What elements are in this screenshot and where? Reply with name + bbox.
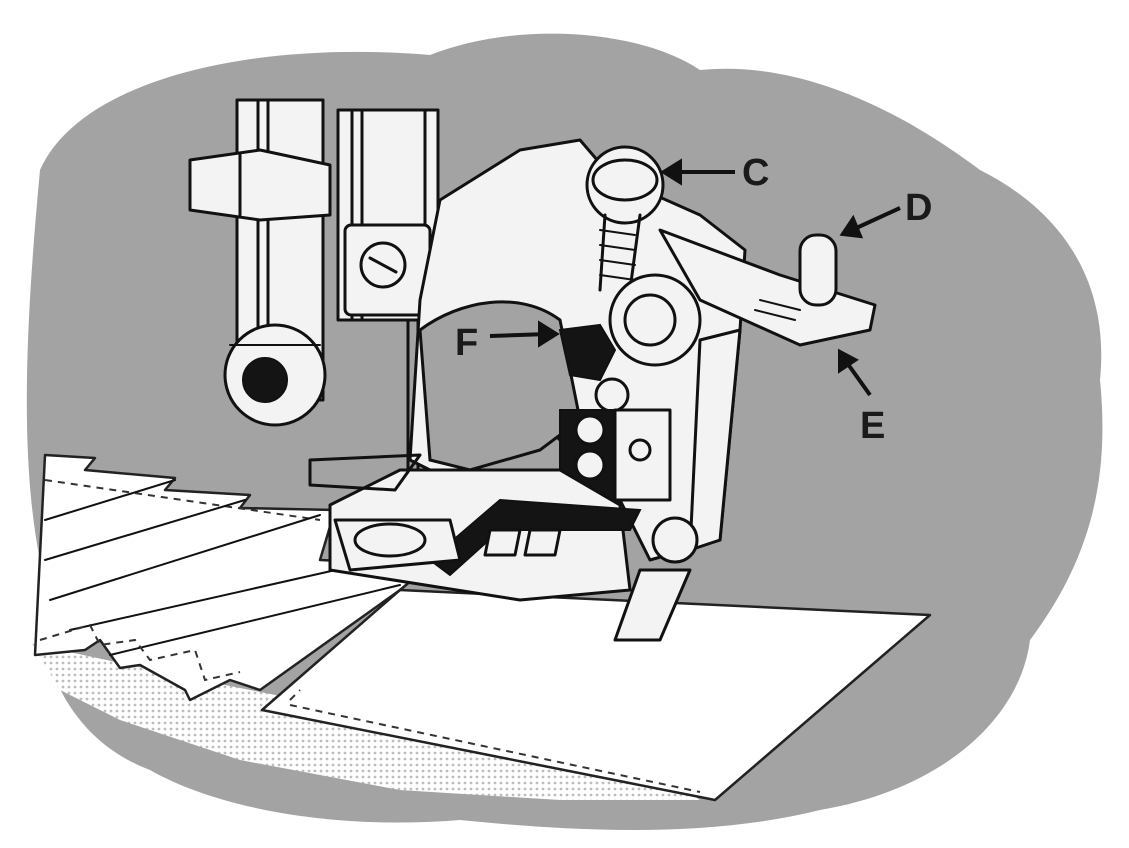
callout-e: E <box>860 405 885 447</box>
callout-d: D <box>905 187 932 229</box>
callout-c: C <box>742 152 769 194</box>
finger-d <box>800 235 836 305</box>
callout-f: F <box>455 322 478 364</box>
